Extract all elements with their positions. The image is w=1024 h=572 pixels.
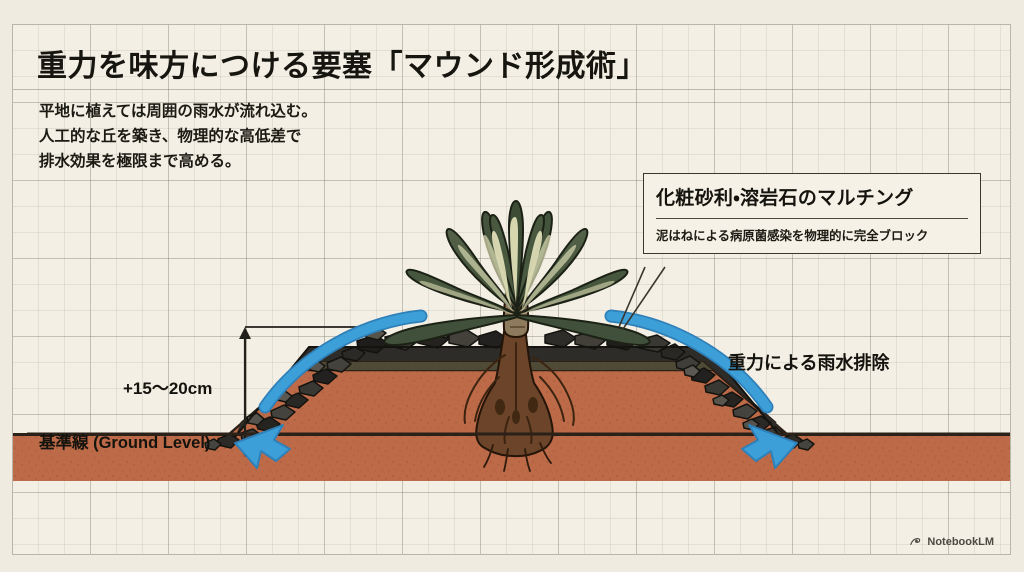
watermark-label: NotebookLM — [927, 535, 994, 548]
callout-title: 化粧砂利・溶岩石のマルチング — [656, 188, 914, 209]
ground-level-label: 基準線 (Ground Level) — [39, 434, 211, 452]
notebook-spiral-icon — [910, 537, 921, 546]
title-divider — [13, 89, 1010, 90]
intro-paragraph: 平地に植えては周囲の雨水が流れ込む。 人工的な丘を築き、物理的な高低差で 排水効… — [39, 103, 317, 171]
callout-divider — [656, 218, 968, 219]
callout-subtitle: 泥はねによる病原菌感染を物理的に完全ブロック — [656, 229, 929, 243]
callout-leader-line — [618, 266, 666, 330]
page-title: 重力を味方につける要塞「マウンド形成術」 — [37, 50, 647, 83]
mound-cross-section-diagram — [13, 200, 1010, 481]
gravity-drainage-label: 重力による雨水排除 — [728, 353, 890, 373]
agave-plant — [383, 200, 651, 346]
mulching-callout-box: 化粧砂利・溶岩石のマルチング 泥はねによる病原菌感染を物理的に完全ブロック — [643, 173, 981, 254]
notebooklm-watermark: NotebookLM — [909, 535, 994, 548]
paper-sheet: 重力を味方につける要塞「マウンド形成術」 平地に植えては周囲の雨水が流れ込む。 … — [12, 24, 1011, 555]
water-runoff-arrow-left — [234, 309, 428, 469]
dimension-label: +15〜20cm — [123, 379, 213, 398]
water-runoff-arrow-right — [604, 309, 798, 469]
